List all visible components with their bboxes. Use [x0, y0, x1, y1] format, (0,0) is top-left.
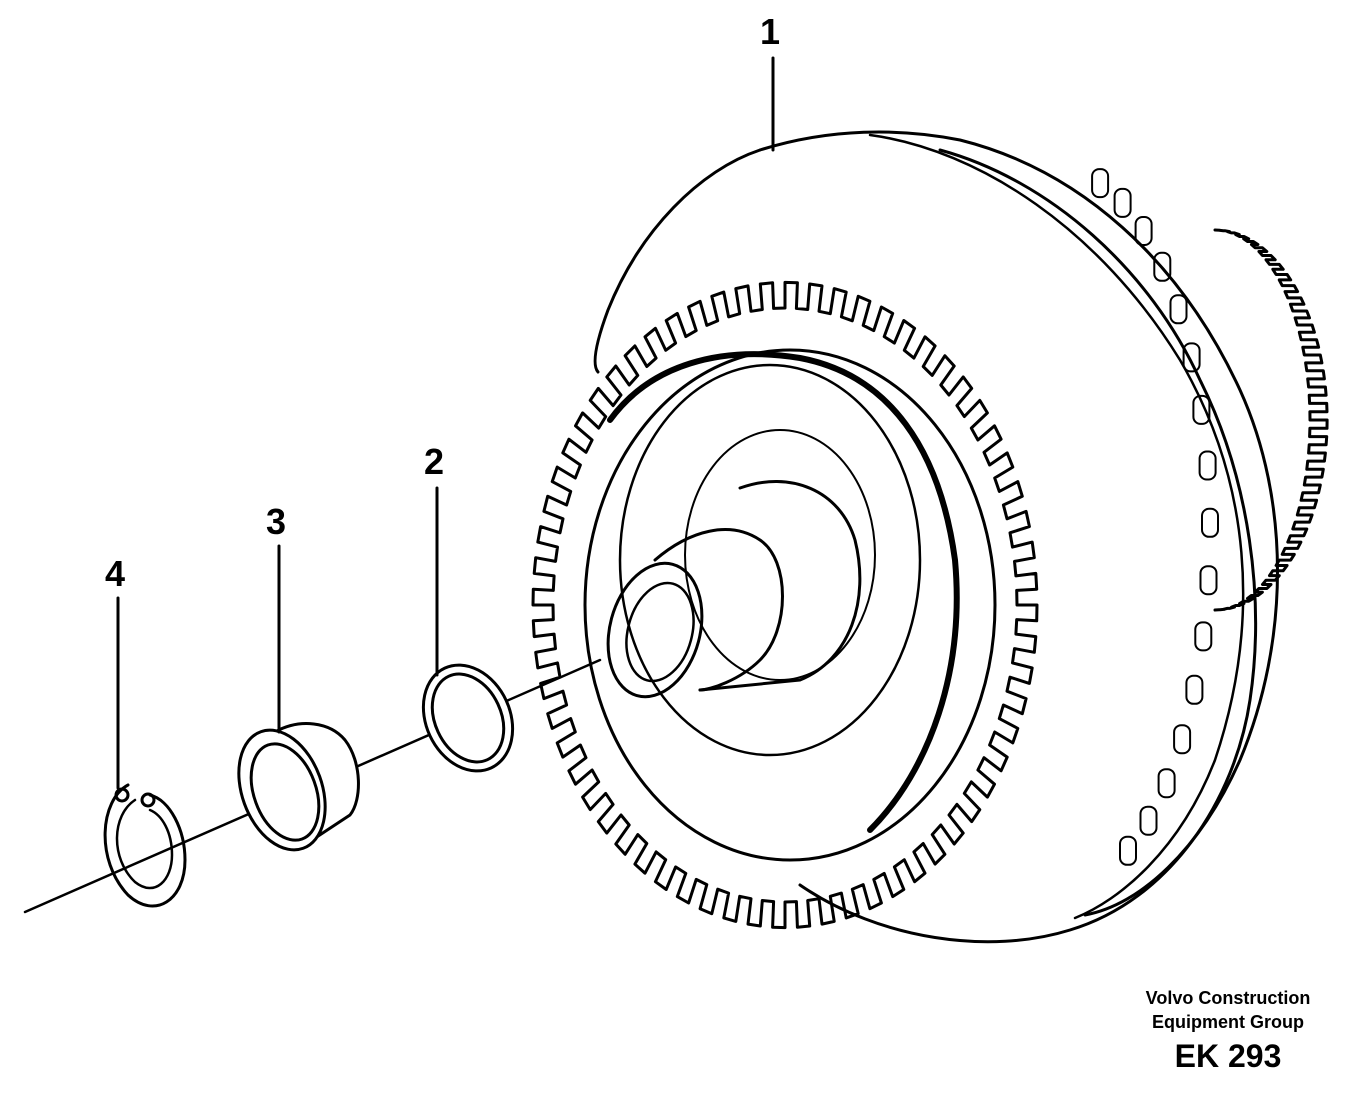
drum-slot: [1119, 835, 1137, 866]
callout-3: 3: [266, 501, 287, 542]
drum-slot: [1199, 565, 1218, 596]
hub-plate: [618, 363, 922, 757]
drum-slot: [1091, 168, 1110, 199]
callout-2: 2: [424, 441, 445, 482]
drum-slot: [1194, 621, 1213, 652]
leader-lines: [116, 56, 775, 790]
hub-recess: [684, 429, 876, 681]
drum-slot: [1198, 450, 1217, 481]
drum-slot: [1169, 294, 1188, 325]
rear-gear-teeth: [1213, 228, 1329, 612]
gear-inner-rim: [583, 348, 997, 862]
drum-slot: [1173, 724, 1192, 755]
part-3-bushing: [237, 722, 360, 852]
drum-rim-front: [593, 148, 762, 374]
drum-slot: [1139, 805, 1158, 836]
shaft-shoulder: [698, 480, 862, 692]
drum-slot: [1157, 768, 1176, 799]
part-1-gear-drum: [531, 130, 1329, 944]
drum-slots: [1091, 168, 1219, 866]
front-gear-teeth: [531, 280, 1039, 930]
shaft-bore: [625, 581, 695, 683]
figure-code: EK 293: [1174, 1038, 1282, 1074]
drum-back-edge: [758, 130, 1279, 917]
part-2-o-ring: [421, 663, 515, 773]
drum-slot: [1182, 342, 1201, 373]
footer-line-2: Equipment Group: [1152, 1012, 1304, 1032]
callout-1: 1: [760, 11, 781, 52]
part-4-circlip: [103, 783, 187, 908]
footer-line-1: Volvo Construction: [1145, 988, 1311, 1008]
drum-slot: [1134, 216, 1153, 246]
gear-shadow-edge: [607, 351, 960, 833]
shaft-body: [653, 528, 784, 692]
drum-slot: [1153, 251, 1172, 282]
drum-groove: [868, 133, 1245, 920]
callout-4: 4: [105, 553, 126, 594]
shaft-end: [606, 561, 704, 699]
drum-slot: [1201, 507, 1219, 538]
publisher-footer: Volvo Construction Equipment Group EK 29…: [1118, 986, 1338, 1076]
drum-slot: [1113, 187, 1132, 218]
drum-slot: [1185, 674, 1204, 705]
drum-slot: [1192, 394, 1211, 425]
drum-front-edge: [798, 148, 1258, 944]
